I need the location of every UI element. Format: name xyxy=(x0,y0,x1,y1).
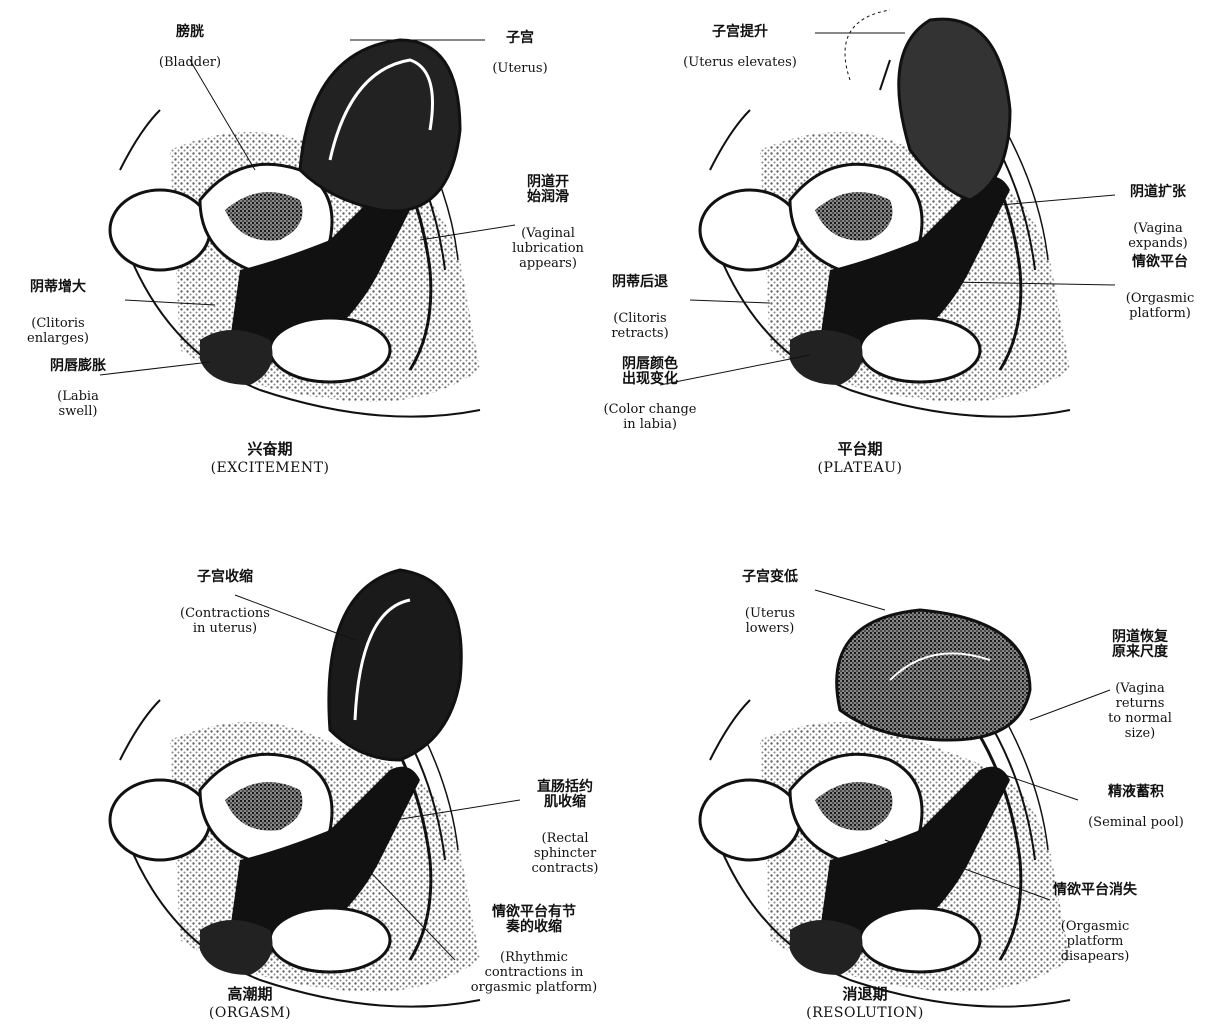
label-uterus-excitement-en: (Uterus) xyxy=(480,61,560,76)
label-bladder: 膀胱 (Bladder) xyxy=(140,10,240,85)
stage-excitement-zh: 兴奋期 xyxy=(170,440,370,459)
label-uterus-lowers-zh: 子宫变低 xyxy=(715,570,825,585)
label-clitoris-enlarges-en: (Clitoris enlarges) xyxy=(8,316,108,346)
label-seminal-pool: 精液蓄积 (Seminal pool) xyxy=(1072,770,1200,845)
label-color-change-labia-en: (Color change in labia) xyxy=(590,402,710,432)
label-clitoris-retracts-zh: 阴蒂后退 xyxy=(590,275,690,290)
stage-orgasm-zh: 高潮期 xyxy=(150,985,350,1004)
label-labia-swell: 阴唇膨胀 (Labia swell) xyxy=(28,344,128,434)
stage-plateau-zh: 平台期 xyxy=(760,440,960,459)
excitement-illustration xyxy=(110,40,480,417)
label-seminal-pool-en: (Seminal pool) xyxy=(1072,815,1200,830)
stage-excitement-en: (EXCITEMENT) xyxy=(170,459,370,478)
label-uterus-excitement-zh: 子宫 xyxy=(480,31,560,46)
label-platform-disappears-en: (Orgasmic platform disapears) xyxy=(1030,919,1160,964)
label-uterus-excitement: 子宫 (Uterus) xyxy=(480,16,560,91)
stage-plateau-en: (PLATEAU) xyxy=(760,459,960,478)
label-uterus-elevates-en: (Uterus elevates) xyxy=(660,55,820,70)
label-vagina-expands-zh: 阴道扩张 xyxy=(1110,185,1206,200)
label-orgasmic-platform: 情欲平台 (Orgasmic platform) xyxy=(1112,240,1208,336)
stage-resolution: 消退期 (RESOLUTION) xyxy=(765,985,965,1023)
label-orgasmic-platform-zh: 情欲平台 xyxy=(1112,255,1208,270)
label-contractions-uterus-en: (Contractions in uterus) xyxy=(160,606,290,636)
label-clitoris-enlarges-zh: 阴蒂增大 xyxy=(8,280,108,295)
label-bladder-zh: 膀胱 xyxy=(140,25,240,40)
stage-resolution-en: (RESOLUTION) xyxy=(765,1004,965,1023)
label-rhythmic-contractions-en: (Rhythmic contractions in orgasmic platf… xyxy=(444,950,624,995)
stage-plateau: 平台期 (PLATEAU) xyxy=(760,440,960,478)
label-rectal-sphincter-zh: 直肠括约 肌收缩 xyxy=(510,780,620,810)
label-seminal-pool-zh: 精液蓄积 xyxy=(1072,785,1200,800)
label-rectal-sphincter: 直肠括约 肌收缩 (Rectal sphincter contracts) xyxy=(510,765,620,891)
label-vagina-returns-en: (Vagina returns to normal size) xyxy=(1090,681,1190,741)
label-vaginal-lubrication: 阴道开 始润滑 (Vaginal lubrication appears) xyxy=(500,160,596,286)
label-platform-disappears: 情欲平台消失 (Orgasmic platform disapears) xyxy=(1030,868,1160,979)
label-vaginal-lubrication-zh: 阴道开 始润滑 xyxy=(500,175,596,205)
label-bladder-en: (Bladder) xyxy=(140,55,240,70)
label-uterus-lowers-en: (Uterus lowers) xyxy=(715,606,825,636)
label-color-change-labia: 阴唇颜色 出现变化 (Color change in labia) xyxy=(590,342,710,447)
stage-resolution-zh: 消退期 xyxy=(765,985,965,1004)
label-orgasmic-platform-en: (Orgasmic platform) xyxy=(1112,291,1208,321)
label-vagina-returns: 阴道恢复 原来尺度 (Vagina returns to normal size… xyxy=(1090,615,1190,756)
stage-orgasm: 高潮期 (ORGASM) xyxy=(150,985,350,1023)
label-clitoris-retracts-en: (Clitoris retracts) xyxy=(590,311,690,341)
label-uterus-elevates: 子宫提升 (Uterus elevates) xyxy=(660,10,820,85)
label-labia-swell-en: (Labia swell) xyxy=(28,389,128,419)
label-contractions-uterus: 子宫收缩 (Contractions in uterus) xyxy=(160,555,290,651)
stage-excitement: 兴奋期 (EXCITEMENT) xyxy=(170,440,370,478)
resolution-illustration xyxy=(700,610,1070,1007)
label-rhythmic-contractions: 情欲平台有节 奏的收缩 (Rhythmic contractions in or… xyxy=(444,890,624,1010)
label-color-change-labia-zh: 阴唇颜色 出现变化 xyxy=(590,357,710,387)
stage-orgasm-en: (ORGASM) xyxy=(150,1004,350,1023)
label-rhythmic-contractions-zh: 情欲平台有节 奏的收缩 xyxy=(444,905,624,935)
label-vagina-returns-zh: 阴道恢复 原来尺度 xyxy=(1090,630,1190,660)
label-vaginal-lubrication-en: (Vaginal lubrication appears) xyxy=(500,226,596,271)
label-uterus-elevates-zh: 子宫提升 xyxy=(660,25,820,40)
label-rectal-sphincter-en: (Rectal sphincter contracts) xyxy=(510,831,620,876)
label-uterus-lowers: 子宫变低 (Uterus lowers) xyxy=(715,555,825,651)
label-platform-disappears-zh: 情欲平台消失 xyxy=(1030,883,1160,898)
label-labia-swell-zh: 阴唇膨胀 xyxy=(28,359,128,374)
label-contractions-uterus-zh: 子宫收缩 xyxy=(160,570,290,585)
